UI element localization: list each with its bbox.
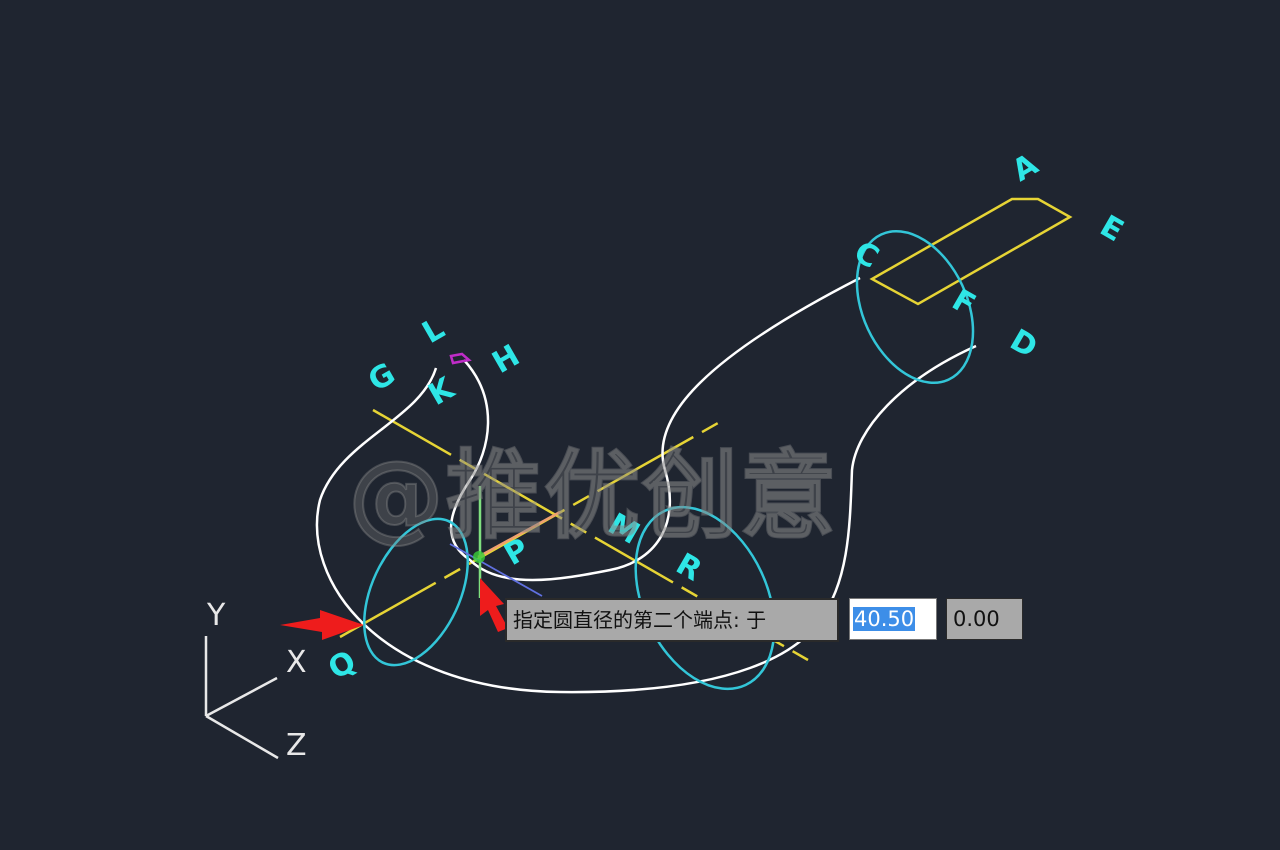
label-P: P <box>499 532 536 573</box>
ucs-y-label: Y <box>206 598 226 633</box>
label-Q: Q <box>323 644 363 687</box>
dynamic-input-2-text[interactable]: 0.00 <box>953 607 1000 631</box>
grip-marker[interactable] <box>449 352 472 365</box>
label-A: A <box>1007 147 1045 189</box>
hook-curves <box>315 276 977 694</box>
label-G: G <box>363 356 402 399</box>
command-prompt-text: 指定圆直径的第二个端点: 于 <box>513 608 767 632</box>
pointer-arrows <box>280 578 508 640</box>
label-H: H <box>487 338 526 381</box>
ucs-x-label: X <box>286 645 307 680</box>
label-F: F <box>946 283 981 324</box>
cursor-crosshair <box>449 486 561 598</box>
arrow-right-icon <box>280 610 364 640</box>
label-D: D <box>1004 323 1043 366</box>
command-prompt-tooltip: 指定圆直径的第二个端点: 于 <box>505 598 839 642</box>
label-C: C <box>848 235 885 276</box>
ucs-icon <box>204 636 279 760</box>
ucs-z-label: Z <box>286 728 307 763</box>
dynamic-input-selected-text[interactable]: 40.50 <box>853 607 916 631</box>
handle-outline <box>869 197 1073 306</box>
label-L: L <box>417 311 451 351</box>
label-E: E <box>1094 209 1129 250</box>
label-R: R <box>670 547 708 589</box>
label-K: K <box>423 370 462 413</box>
dynamic-input-value[interactable]: 40.50 <box>849 598 937 640</box>
dynamic-input-value-2[interactable]: 0.00 <box>946 598 1023 640</box>
arrow-up-icon <box>480 578 508 632</box>
